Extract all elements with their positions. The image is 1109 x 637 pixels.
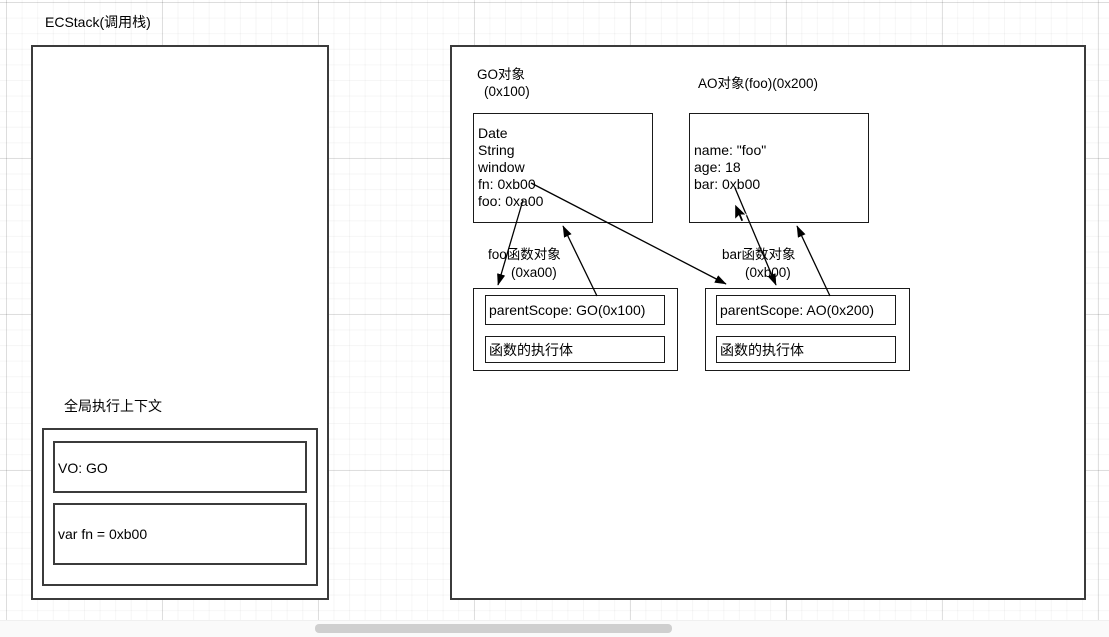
global-context-row-vo[interactable] — [53, 441, 307, 493]
global-context-row-fn-label: var fn = 0xb00 — [58, 526, 148, 542]
ao-object-caption-line1: AO对象(foo)(0x200) — [698, 76, 819, 91]
global-context-row-fn[interactable] — [53, 503, 307, 565]
foo-function-object-body-label: 函数的执行体 — [489, 342, 573, 358]
foo-function-object-caption-line1: foo函数对象 — [488, 247, 561, 262]
foo-function-object-scope-label: parentScope: GO(0x100) — [489, 302, 646, 318]
bar-function-object-body-label: 函数的执行体 — [720, 342, 804, 358]
foo-function-object-caption-line2: (0xa00) — [511, 265, 557, 280]
bar-function-object-scope-label: parentScope: AO(0x200) — [720, 302, 875, 318]
mouse-cursor — [734, 203, 748, 223]
bar-function-object-caption-line2: (0xb00) — [745, 265, 791, 280]
global-context-row-vo-label: VO: GO — [58, 460, 108, 476]
ao-object-body: name: "foo" age: 18 bar: 0xb00 — [694, 142, 767, 192]
bar-function-object-caption-line1: bar函数对象 — [722, 247, 796, 262]
go-object-caption-line1: GO对象 — [477, 67, 526, 82]
foo-function-object-scope-row[interactable] — [485, 295, 665, 325]
go-object-caption-line2: (0x100) — [484, 84, 530, 99]
bar-function-object-body-row[interactable] — [716, 336, 896, 363]
horizontal-scrollbar-thumb[interactable] — [315, 624, 672, 633]
go-object-body: Date String window fn: 0xb00 foo: 0xa00 — [478, 125, 544, 209]
ecstack-caption: ECStack(调用栈) — [45, 14, 151, 30]
foo-function-object-body-row[interactable] — [485, 336, 665, 363]
global-context-caption: 全局执行上下文 — [64, 398, 162, 414]
